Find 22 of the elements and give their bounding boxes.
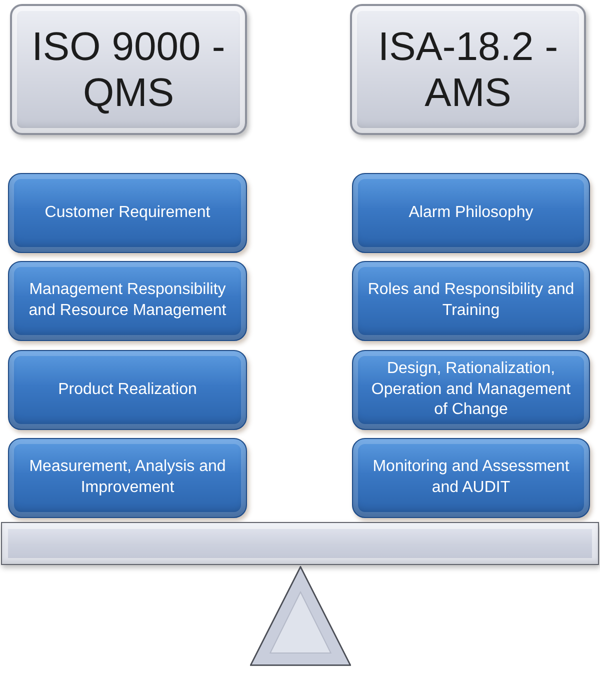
section-panel — [352, 438, 590, 518]
section-panel — [352, 261, 590, 341]
section-label: Alarm Philosophy — [408, 202, 534, 223]
section-panel — [8, 438, 247, 518]
section-label: Measurement, Analysis and Improvement — [28, 457, 227, 498]
balance-beam — [1, 522, 599, 565]
section-label: Management Responsibility and Resource Management — [28, 280, 228, 321]
section-label: Customer Requirement — [44, 202, 210, 223]
section-panel — [8, 173, 247, 253]
section-label: Monitoring and Assessment and AUDIT — [372, 457, 570, 498]
fulcrum-triangle — [250, 566, 351, 666]
section-label: Roles and Responsibility and Training — [366, 280, 576, 321]
header-title: ISO 9000 - QMS — [30, 24, 226, 116]
header-panel — [10, 4, 247, 135]
section-label: Design, Rationalization, Operation and Management of Change — [370, 358, 572, 420]
section-panel — [8, 261, 247, 341]
section-panel — [352, 173, 590, 253]
header-title: ISA-18.2 - AMS — [376, 24, 560, 116]
section-panel — [352, 350, 590, 430]
section-panel — [8, 350, 247, 430]
section-label: Product Realization — [58, 380, 197, 400]
header-panel — [350, 4, 586, 135]
